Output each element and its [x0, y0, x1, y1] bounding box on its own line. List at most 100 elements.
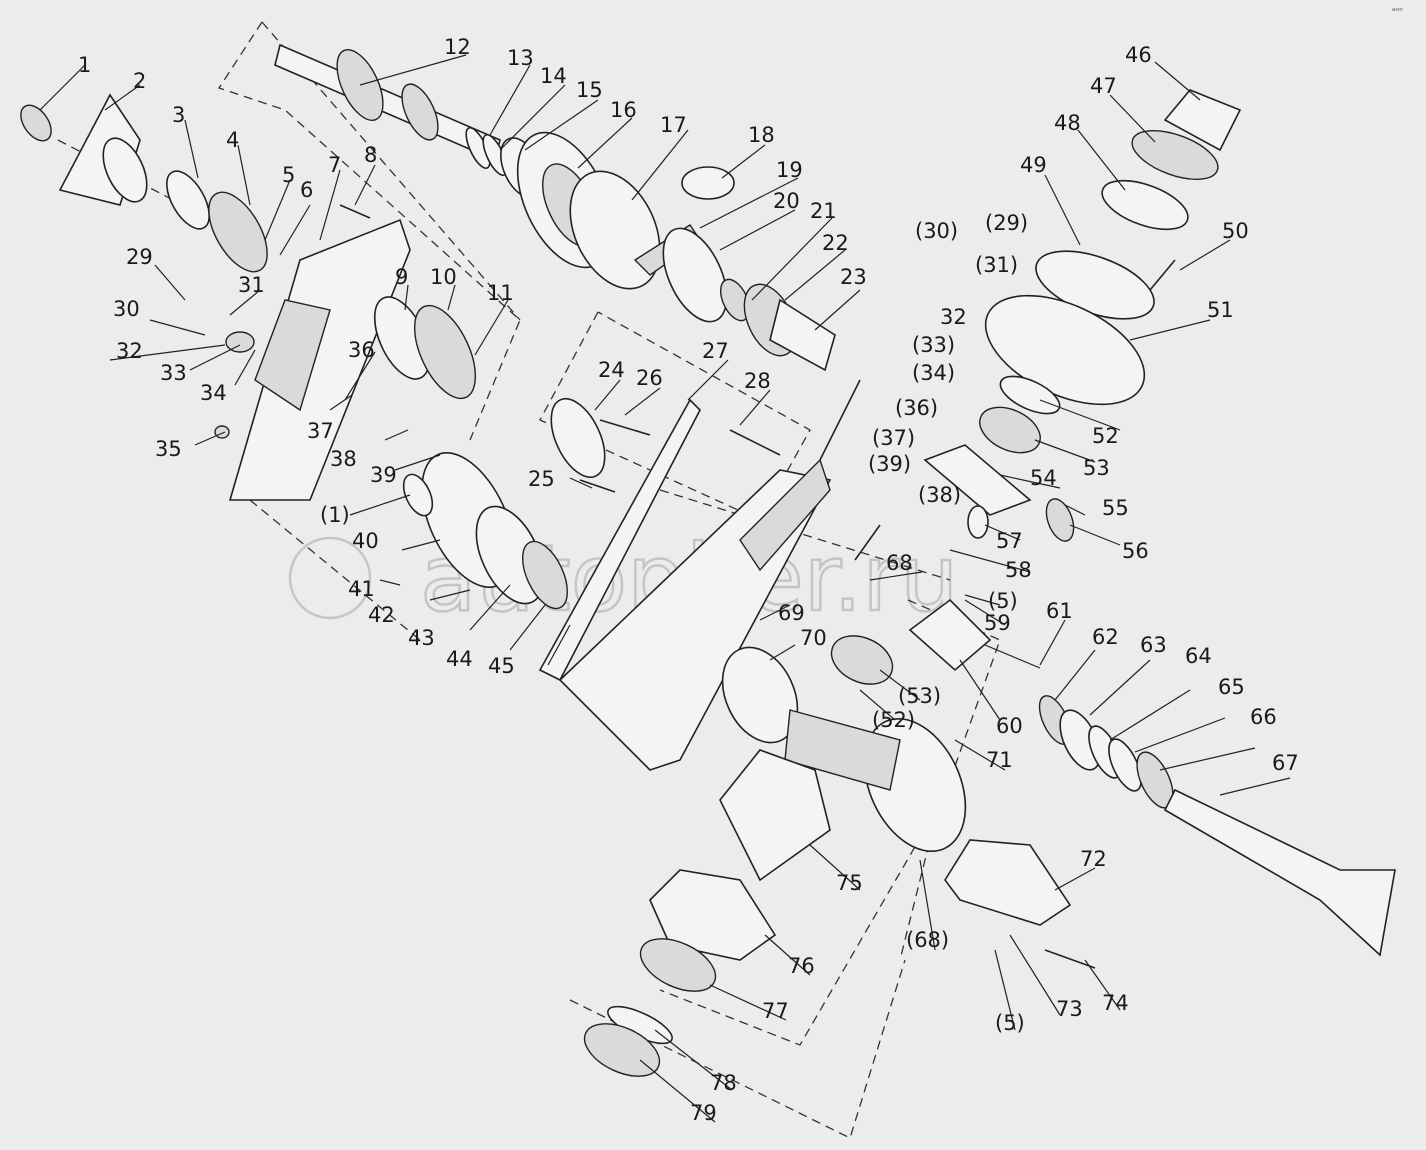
callout-33: 33: [160, 361, 187, 385]
callout-60: 60: [996, 714, 1023, 738]
callout-23: 23: [840, 265, 867, 289]
callout-34: 34: [200, 381, 227, 405]
callout-7: 7: [328, 153, 341, 177]
callout-77: 77: [762, 999, 789, 1023]
callout-19: 19: [776, 158, 803, 182]
callout-9: 9: [395, 265, 408, 289]
callout-71: 71: [986, 748, 1013, 772]
callout-36: 36: [348, 338, 375, 362]
callout-67: 67: [1272, 751, 1299, 775]
callout-68: 68: [886, 551, 913, 575]
callout-56: 56: [1122, 539, 1149, 563]
callout-ref-33: (33): [912, 333, 955, 357]
callout-27: 27: [702, 339, 729, 363]
part-40-45-bearings: [402, 451, 569, 610]
part-24-ring: [550, 398, 606, 478]
callout-43: 43: [408, 626, 435, 650]
corner-mark: ᵃᵒᵒ: [1392, 7, 1403, 17]
callout-ref-1: (1): [320, 503, 350, 527]
callout-ref-53: (53): [898, 684, 941, 708]
callout-45: 45: [488, 654, 515, 678]
callout-ref-36: (36): [895, 396, 938, 420]
callout-35: 35: [155, 437, 182, 461]
callout-22: 22: [822, 231, 849, 255]
callout-32: 32: [116, 339, 143, 363]
part-3-seal: [166, 170, 210, 230]
callout-73: 73: [1056, 997, 1083, 1021]
part-67-axle-shaft: [1163, 788, 1396, 957]
callout-32-duplicate: 32: [940, 305, 967, 329]
callout-20: 20: [773, 189, 800, 213]
callout-15: 15: [576, 78, 603, 102]
callout-42: 42: [368, 603, 395, 627]
callout-78: 78: [710, 1071, 737, 1095]
callout-51: 51: [1207, 298, 1234, 322]
callout-ref-37: (37): [872, 426, 915, 450]
callout-18: 18: [748, 123, 775, 147]
part-22-23-gear-shaft: [743, 283, 836, 372]
callout-ref-5-upper: (5): [988, 589, 1018, 613]
callout-59: 59: [984, 611, 1011, 635]
callout-21: 21: [810, 199, 837, 223]
callout-61: 61: [1046, 599, 1073, 623]
callout-40: 40: [352, 529, 379, 553]
callout-6: 6: [300, 178, 313, 202]
part-12-shaft: [274, 43, 501, 162]
callout-37: 37: [307, 419, 334, 443]
callout-53: 53: [1083, 456, 1110, 480]
callout-58: 58: [1005, 558, 1032, 582]
callout-41: 41: [348, 577, 375, 601]
callout-ref-52: (52): [872, 708, 915, 732]
callout-17: 17: [660, 113, 687, 137]
part-18-cup: [681, 166, 735, 200]
part-62-66-rings: [1038, 695, 1174, 809]
callout-50: 50: [1222, 219, 1249, 243]
callout-ref-38: (38): [918, 483, 961, 507]
callout-ref-29: (29): [985, 211, 1028, 235]
part-7-housing-cover: [228, 218, 411, 501]
callout-1: 1: [78, 53, 91, 77]
part-78-79-ring-nut: [583, 1005, 673, 1077]
callout-47: 47: [1090, 74, 1117, 98]
callout-72: 72: [1080, 847, 1107, 871]
callout-65: 65: [1218, 675, 1245, 699]
callout-48: 48: [1054, 111, 1081, 135]
callout-38: 38: [330, 447, 357, 471]
callout-ref-68: (68): [906, 928, 949, 952]
callout-labels: 1 2 3 4 5 6 7 8 9 10 11 12 13 14 15 16 1…: [78, 35, 1299, 1125]
callout-75: 75: [836, 871, 863, 895]
callout-31: 31: [238, 273, 265, 297]
callout-57: 57: [996, 529, 1023, 553]
callout-3: 3: [172, 103, 185, 127]
callout-39: 39: [370, 463, 397, 487]
part-27-main-housing: [538, 398, 832, 771]
callout-24: 24: [598, 358, 625, 382]
callout-ref-30: (30): [915, 219, 958, 243]
callout-76: 76: [788, 954, 815, 978]
part-1-nut: [20, 104, 52, 142]
callout-2: 2: [133, 69, 146, 93]
callout-ref-31: (31): [975, 253, 1018, 277]
part-70-71-gear: [721, 635, 967, 853]
callout-64: 64: [1185, 644, 1212, 668]
callout-70: 70: [800, 626, 827, 650]
part-2-flange: [58, 93, 148, 206]
callout-52: 52: [1092, 424, 1119, 448]
part-72-bracket: [944, 839, 1072, 926]
callout-69: 69: [778, 601, 805, 625]
callout-28: 28: [744, 369, 771, 393]
callout-55: 55: [1102, 496, 1129, 520]
callout-ref-34: (34): [912, 361, 955, 385]
callout-25: 25: [528, 467, 555, 491]
callout-26: 26: [636, 366, 663, 390]
part-75-77-diff-lower: [639, 749, 831, 992]
callout-4: 4: [226, 128, 239, 152]
callout-46: 46: [1125, 43, 1152, 67]
leader-lines: [39, 54, 1291, 1123]
part-4-gear: [208, 191, 268, 273]
callout-54: 54: [1030, 466, 1057, 490]
callout-74: 74: [1102, 991, 1129, 1015]
callout-12: 12: [444, 35, 471, 59]
